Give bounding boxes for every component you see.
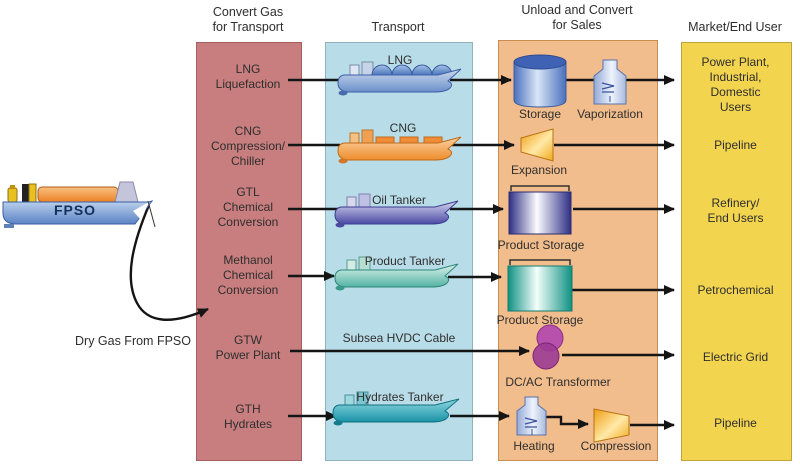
header-market-end-user: Market/End User <box>688 20 782 34</box>
dry-gas-source-label: Dry Gas From FPSO <box>75 334 191 348</box>
header-unload-convert: Unload and Convert for Sales <box>521 3 633 32</box>
fpso-ship-label: FPSO <box>53 202 97 218</box>
unload-convert-column <box>498 40 658 461</box>
process-label-cng-compression: CNG Compression/ Chiller <box>210 124 286 168</box>
equipment-label-compression: Compression <box>580 439 652 453</box>
process-label-gtw-power-plant: GTW Power Plant <box>215 333 281 362</box>
equipment-label-heating: Heating <box>513 439 555 453</box>
transport-column <box>325 42 473 461</box>
transport-label-lng: LNG <box>387 53 413 67</box>
market-label-electric-grid: Electric Grid <box>702 350 769 364</box>
process-label-methanol-conversion: Methanol Chemical Conversion <box>217 253 279 297</box>
transport-label-hydrates-tanker: Hydrates Tanker <box>356 390 444 404</box>
header-transport: Transport <box>371 20 425 34</box>
market-label-petrochemical: Petrochemical <box>697 283 774 297</box>
convert-gas-column <box>196 42 302 461</box>
transport-label-subsea-hvdc-cable: Subsea HVDC Cable <box>342 331 456 345</box>
market-label-refinery-end-users: Refinery/ End Users <box>707 196 764 225</box>
equipment-label-storage: Storage <box>518 107 562 121</box>
transport-label-oil-tanker: Oil Tanker <box>372 193 426 207</box>
equipment-label-vaporization: Vaporization <box>577 107 643 121</box>
header-convert-gas: Convert Gas for Transport <box>212 5 284 34</box>
equipment-label-expansion: Expansion <box>510 163 568 177</box>
process-label-lng-liquefaction: LNG Liquefaction <box>215 62 281 91</box>
transport-label-cng: CNG <box>389 121 417 135</box>
market-label-pipeline-1: Pipeline <box>714 138 757 152</box>
equipment-label-product-storage-2: Product Storage <box>496 313 584 327</box>
process-label-gth-hydrates: GTH Hydrates <box>223 402 273 431</box>
market-label-pipeline-2: Pipeline <box>714 416 757 430</box>
equipment-label-product-storage-1: Product Storage <box>497 238 585 252</box>
market-column <box>681 42 792 461</box>
equipment-label-dcac-transformer: DC/AC Transformer <box>505 375 611 389</box>
process-label-gtl-conversion: GTL Chemical Conversion <box>217 185 279 229</box>
transport-label-product-tanker: Product Tanker <box>364 254 446 268</box>
market-label-power-plant-users: Power Plant, Industrial, Domestic Users <box>701 55 770 114</box>
